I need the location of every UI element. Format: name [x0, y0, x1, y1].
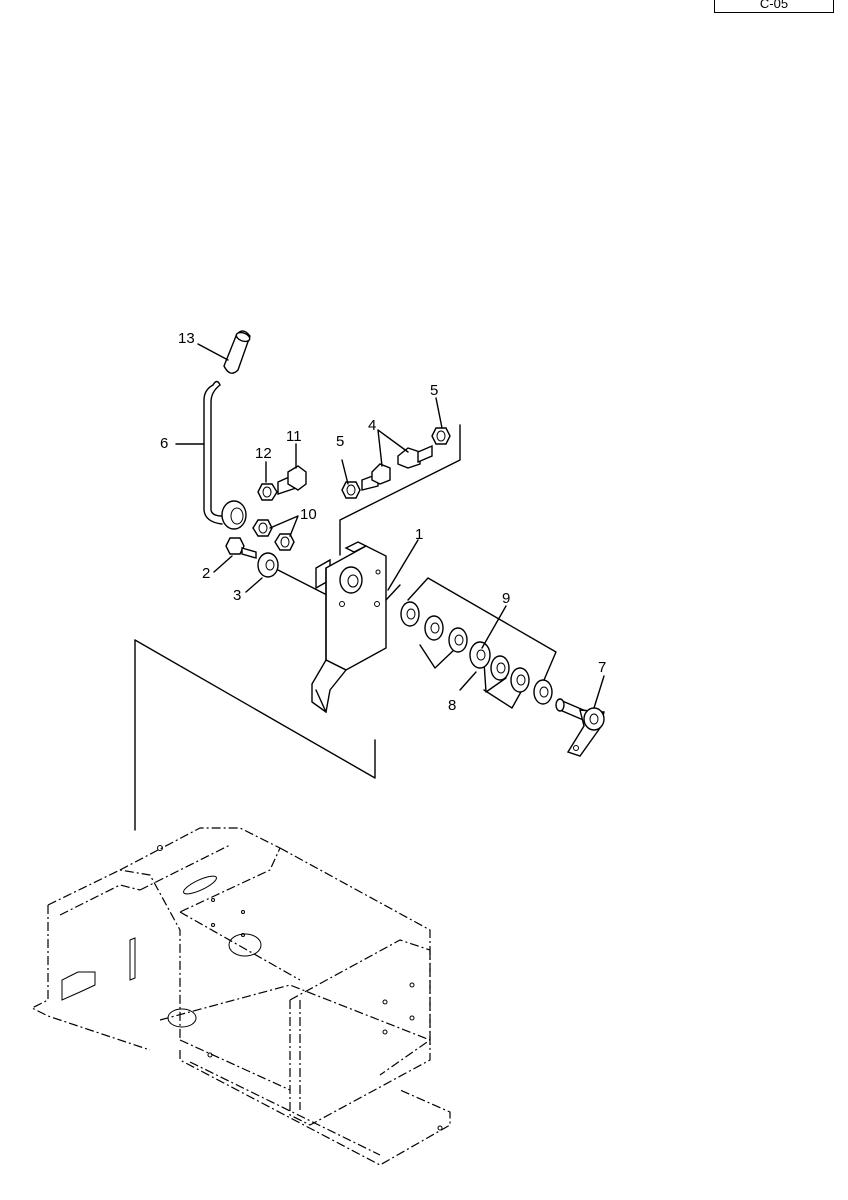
part-2-bolt — [225, 537, 257, 559]
part-10-nuts — [252, 519, 295, 551]
callout-7: 7 — [598, 659, 606, 676]
part-11-bolt — [277, 465, 307, 495]
callout-12: 12 — [255, 445, 272, 462]
part-13-grip — [223, 330, 251, 374]
callout-6: 6 — [160, 435, 168, 452]
callout-leaders — [175, 343, 605, 709]
part-5-nut-right — [431, 427, 451, 445]
part-12-nut — [257, 483, 278, 501]
callout-3: 3 — [233, 587, 241, 604]
page-reference-box: C-05 — [714, 0, 834, 13]
callout-1: 1 — [415, 526, 423, 543]
callout-4: 4 — [368, 417, 376, 434]
part-6-lever-rod — [203, 380, 247, 530]
mounting-guide-line — [134, 639, 376, 831]
callout-8: 8 — [448, 697, 456, 714]
callout-11: 11 — [286, 428, 302, 445]
part-4-bolts — [361, 444, 433, 491]
part-5-nut-left — [341, 481, 361, 499]
part-3-washer — [257, 552, 326, 595]
hardware-guide-line — [339, 424, 461, 556]
callout-13: 13 — [178, 330, 195, 347]
frame-outline — [31, 827, 451, 1166]
part-1-bracket — [311, 541, 401, 714]
page-reference: C-05 — [759, 0, 789, 11]
callout-5-right: 5 — [430, 382, 438, 399]
callout-9: 9 — [502, 590, 510, 607]
callout-labels: 13 6 12 11 10 2 3 5 4 5 1 9 8 7 — [160, 330, 606, 714]
callout-10: 10 — [300, 506, 317, 523]
callout-5-left: 5 — [336, 433, 344, 450]
part-7-pin-link — [555, 698, 605, 757]
part-9-8-washer-set — [400, 577, 557, 709]
callout-2: 2 — [202, 565, 210, 582]
